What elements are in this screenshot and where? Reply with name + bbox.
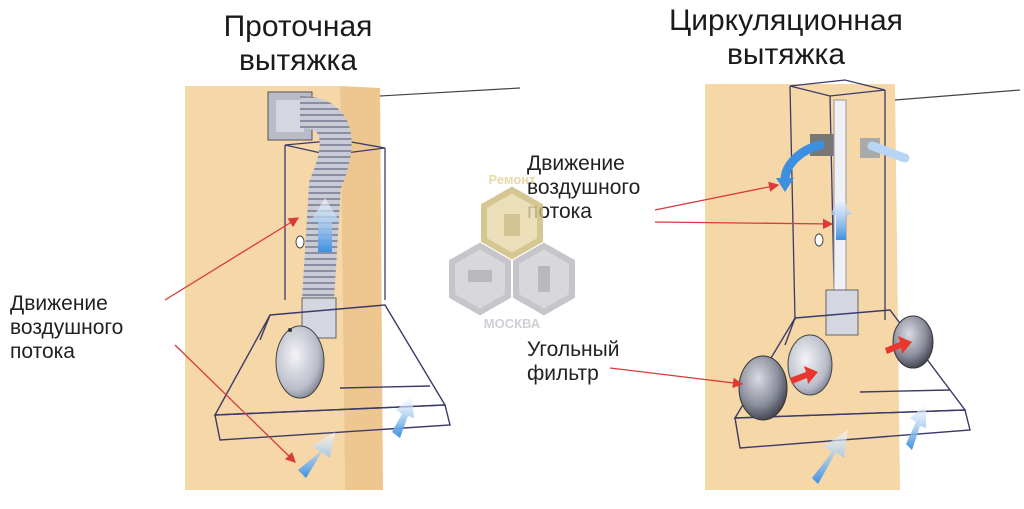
right-filter-left — [738, 355, 788, 421]
left-vent-inner — [276, 100, 304, 132]
watermark-hammer-icon — [504, 214, 520, 236]
right-airflow-label-line3: потока — [527, 200, 592, 223]
left-socket-icon — [295, 235, 305, 249]
right-filter-arrow-center — [790, 366, 818, 384]
right-motor — [825, 289, 859, 336]
right-airflow-label-line2: воздушного — [527, 176, 640, 199]
left-diagram: Проточная вытяжка — [10, 10, 521, 490]
right-outflow-head-left — [776, 178, 794, 192]
left-airflow-label-line2: воздушного — [10, 316, 123, 339]
right-filter-right — [892, 315, 934, 369]
right-title-line1: Циркуляционная — [669, 4, 903, 37]
right-leader-outflow — [654, 181, 780, 211]
left-airflow-label-line1: Движение — [10, 292, 108, 315]
left-air-arrow-bottom — [298, 432, 335, 478]
right-diagram: Циркуляционная вытяжка — [527, 4, 1021, 490]
left-leader-top — [164, 217, 300, 301]
right-outflow-arrow-left — [780, 140, 825, 185]
right-inner-tube — [833, 99, 847, 291]
right-leader-tube — [654, 218, 834, 230]
left-air-arrow-right — [392, 396, 414, 438]
watermark-logo: Ремонт МОСКВА — [449, 172, 575, 331]
left-wall-side — [340, 86, 383, 490]
watermark-bottom-text: МОСКВА — [484, 316, 541, 331]
right-filter-label-line1: Угольный — [527, 338, 619, 361]
right-tube-air-arrow — [830, 195, 852, 240]
right-filter-label-line2: фильтр — [527, 362, 599, 385]
right-outflow-arrow-right — [867, 141, 910, 163]
left-duct-air-arrow — [310, 198, 340, 252]
right-socket-icon — [814, 233, 824, 247]
left-flex-duct — [298, 96, 352, 301]
right-ceiling-line — [894, 89, 1021, 101]
left-ceiling-line — [379, 87, 521, 97]
left-title-line1: Проточная — [224, 10, 373, 43]
right-title-line2: вытяжка — [727, 38, 845, 71]
right-filter-arrow-right — [885, 336, 912, 354]
left-title-line2: вытяжка — [239, 44, 357, 77]
right-air-arrow-bottom — [812, 430, 848, 484]
left-airflow-label-line3: потока — [10, 340, 75, 363]
left-hood-light — [288, 328, 292, 332]
right-filter-center — [787, 334, 833, 396]
left-leader-bottom — [174, 344, 296, 463]
right-air-arrow-right — [906, 404, 926, 450]
left-fan-disc — [275, 325, 325, 399]
watermark-wrench-icon — [538, 266, 550, 292]
watermark-top-text: Ремонт — [488, 172, 535, 187]
right-leader-filter — [609, 367, 744, 389]
watermark-roller-icon — [468, 270, 492, 282]
left-hood — [213, 304, 451, 441]
right-airflow-label-line1: Движение — [527, 152, 625, 175]
